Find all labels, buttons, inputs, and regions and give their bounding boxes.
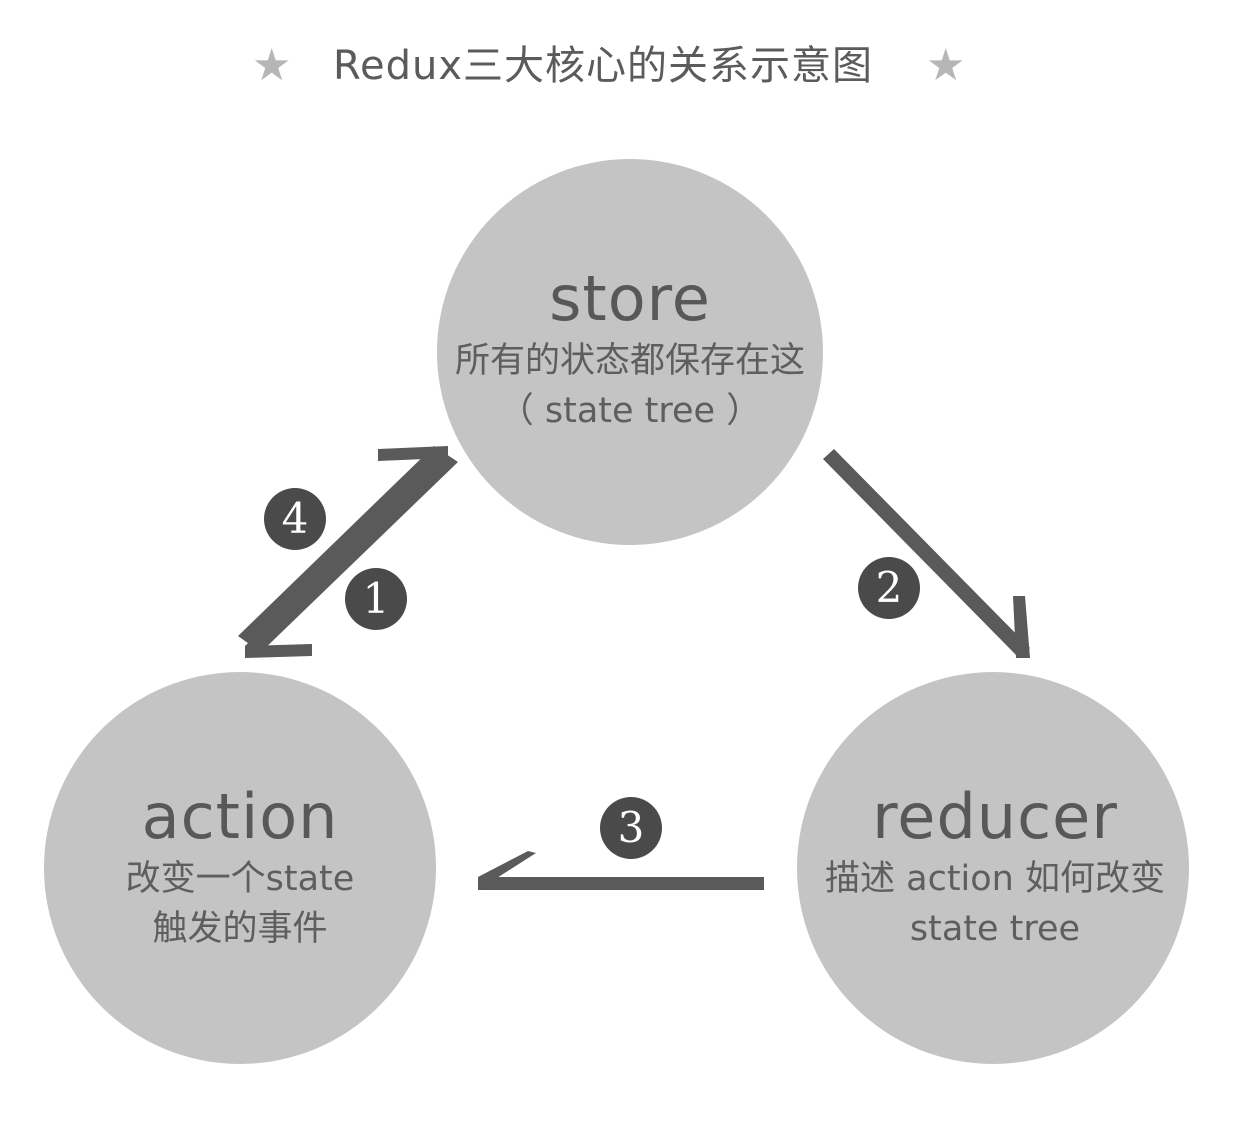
reducer-desc-line1: 描述 action 如何改变	[825, 859, 1165, 899]
store-desc-line2: （ state tree ）	[498, 391, 762, 431]
store-desc-line1: 所有的状态都保存在这	[454, 341, 805, 381]
arrow-store-to-reducer	[823, 449, 1030, 658]
reducer-desc-line2: state tree	[909, 909, 1081, 949]
reducer-name: reducer	[872, 780, 1118, 853]
store-circle	[437, 159, 823, 545]
action-node: action 改变一个state 触发的事件	[40, 780, 440, 954]
step-badge-3: 3	[600, 797, 662, 859]
step-badge-4: 4	[264, 488, 326, 550]
reducer-circle	[797, 672, 1189, 1064]
star-icon-left: ★	[252, 40, 292, 91]
arrow-store-to-action	[245, 452, 458, 658]
action-desc-line2: 触发的事件	[152, 909, 328, 949]
arrow-action-to-store	[238, 446, 448, 646]
step-badge-1: 1	[345, 568, 407, 630]
action-name: action	[141, 780, 339, 853]
action-circle	[44, 672, 436, 1064]
reducer-node: reducer 描述 action 如何改变 state tree	[790, 780, 1200, 954]
action-desc-line1: 改变一个state	[125, 859, 355, 899]
arrow-reducer-to-action	[478, 851, 764, 890]
star-icon-right: ★	[926, 40, 966, 91]
store-name: store	[549, 262, 711, 335]
diagram-title: Redux三大核心的关系示意图	[332, 43, 874, 89]
store-node: store 所有的状态都保存在这 （ state tree ）	[430, 262, 830, 436]
step-badge-2: 2	[858, 557, 920, 619]
title-row: ★ Redux三大核心的关系示意图 ★	[0, 36, 1256, 96]
